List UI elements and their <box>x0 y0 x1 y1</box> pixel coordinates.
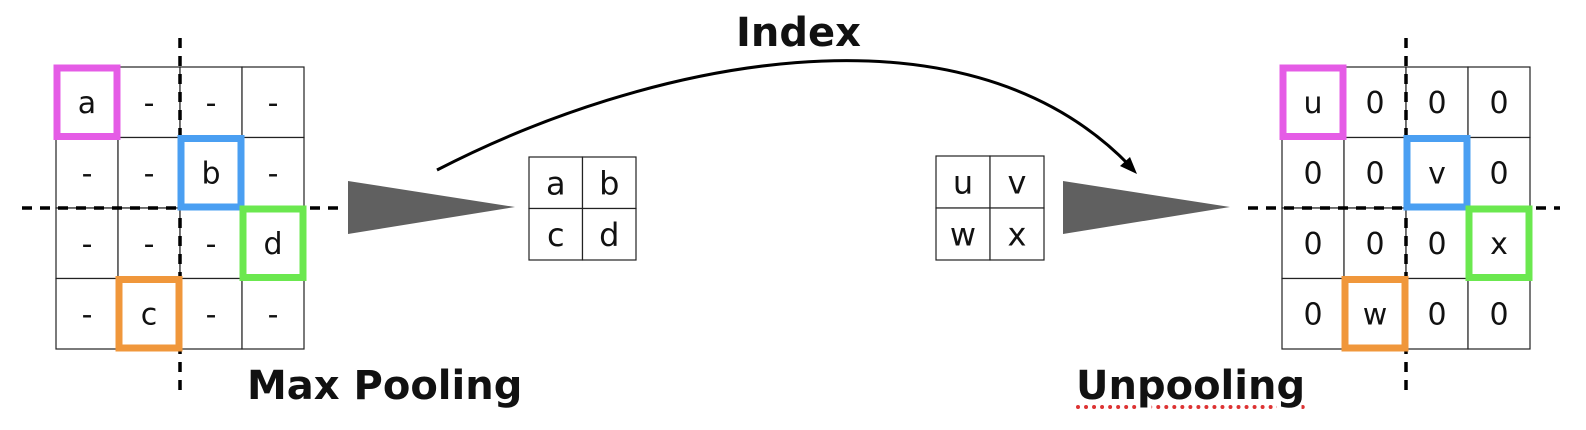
cell-value: u <box>1303 86 1322 121</box>
cell-value: 0 <box>1303 298 1322 333</box>
cell-value: 0 <box>1489 157 1508 192</box>
cell-value: a <box>546 164 566 202</box>
grid-cell <box>179 66 243 139</box>
unpooling-arrow <box>1063 181 1230 234</box>
grid-cell <box>241 207 305 280</box>
cell-value: - <box>268 298 279 333</box>
grid-cell <box>935 155 991 209</box>
cell-value: v <box>1428 157 1446 192</box>
cell-value: w <box>1363 298 1388 333</box>
cell-value: - <box>268 86 279 121</box>
max-highlight-box <box>115 276 183 352</box>
cell-value: c <box>547 216 565 254</box>
cell-value: - <box>82 157 93 192</box>
grid-cell <box>581 207 637 261</box>
max-highlight-box <box>177 135 245 211</box>
cell-value: v <box>1008 164 1027 202</box>
index-arrowhead <box>1120 157 1137 174</box>
cell-value: - <box>144 227 155 262</box>
max-pooling-label: Max Pooling <box>247 363 523 409</box>
max-highlight-box <box>1465 205 1533 281</box>
cell-value: 0 <box>1365 227 1384 262</box>
cell-value: - <box>144 86 155 121</box>
cell-value: x <box>1008 216 1027 254</box>
cell-value: - <box>206 227 217 262</box>
cell-value: b <box>599 164 619 202</box>
grid-cell <box>117 66 181 139</box>
input-grid: a - - - - - b - - - - d - c - - <box>22 38 340 390</box>
grid-cell <box>1405 66 1469 139</box>
cell-value: - <box>268 157 279 192</box>
cell-value: - <box>206 298 217 333</box>
grid-cell <box>55 66 119 139</box>
grid-cell <box>581 156 637 210</box>
grid-cell <box>117 136 181 209</box>
grid-cell <box>241 277 305 350</box>
cell-value: w <box>950 216 976 254</box>
output-grid: u 0 0 0 0 0 v 0 0 0 0 x 0 w 0 0 <box>1248 38 1560 390</box>
cell-value: 0 <box>1365 86 1384 121</box>
max-highlight-box <box>239 205 307 281</box>
grid-cell <box>1467 277 1531 350</box>
grid-cell <box>1405 136 1469 209</box>
cell-value: 0 <box>1427 227 1446 262</box>
grid-cell <box>1281 207 1345 280</box>
grid-cell <box>117 207 181 280</box>
grid-cell <box>1343 277 1407 350</box>
grid-cell <box>989 155 1045 209</box>
cell-value: x <box>1490 227 1508 262</box>
index-curve-arrow <box>436 59 1132 172</box>
cell-value: 0 <box>1303 157 1322 192</box>
cell-value: - <box>144 157 155 192</box>
cell-value: 0 <box>1303 227 1322 262</box>
cell-value: 0 <box>1489 298 1508 333</box>
grid-cell <box>1281 277 1345 350</box>
cell-value: - <box>82 298 93 333</box>
cell-value: d <box>263 227 282 262</box>
grid-cell <box>989 207 1045 261</box>
cell-value: a <box>78 86 96 121</box>
cell-value: 0 <box>1427 86 1446 121</box>
cell-value: u <box>953 164 973 202</box>
grid-cell <box>1467 66 1531 139</box>
max-highlight-box <box>53 64 121 140</box>
cell-value: 0 <box>1489 86 1508 121</box>
cell-value: d <box>599 216 619 254</box>
cell-value: b <box>201 157 220 192</box>
grid-cell <box>935 207 991 261</box>
cell-value: - <box>206 86 217 121</box>
grid-cell <box>55 277 119 350</box>
max-highlight-box <box>1403 135 1471 211</box>
grid-cell <box>1343 66 1407 139</box>
grid-cell <box>241 66 305 139</box>
max-highlight-box <box>1279 64 1347 140</box>
cell-value: - <box>82 227 93 262</box>
cell-value: 0 <box>1365 157 1384 192</box>
unpooling-label: Unpooling <box>1076 363 1306 409</box>
cell-value: c <box>141 298 158 333</box>
grid-cell <box>1343 136 1407 209</box>
index-label: Index <box>736 10 861 56</box>
max-pooling-arrow <box>348 181 515 234</box>
max-highlight-box <box>1341 276 1409 352</box>
cell-value: 0 <box>1427 298 1446 333</box>
grid-cell <box>528 156 584 210</box>
